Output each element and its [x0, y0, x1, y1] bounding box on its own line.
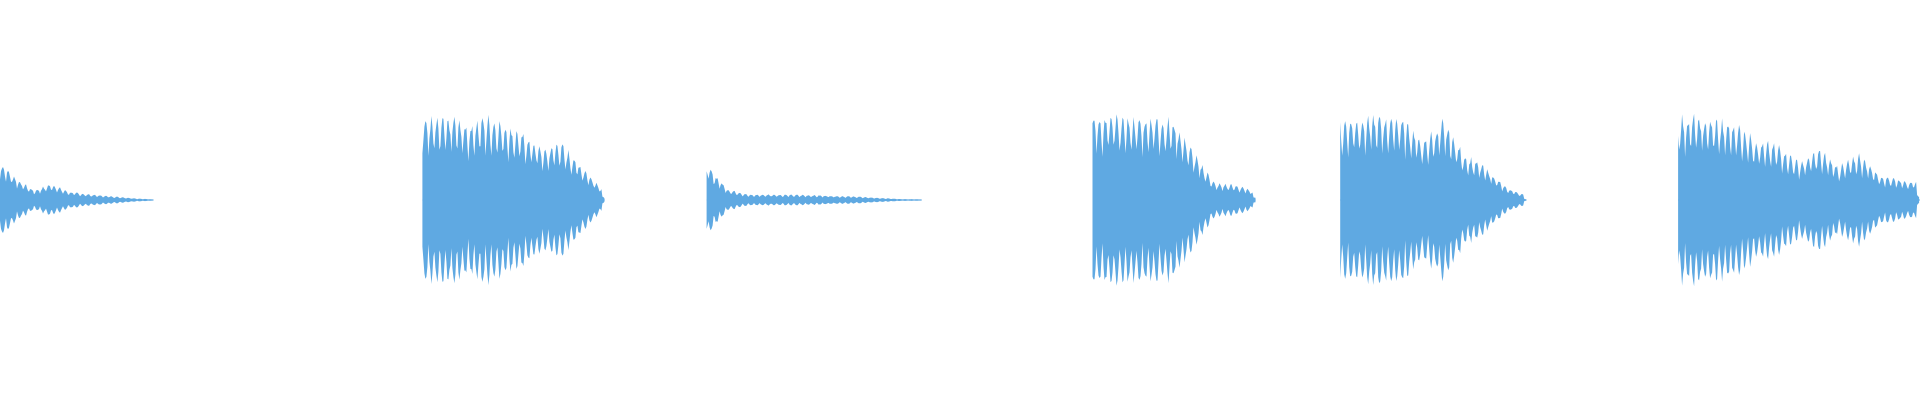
waveform-segments	[0, 113, 1920, 287]
